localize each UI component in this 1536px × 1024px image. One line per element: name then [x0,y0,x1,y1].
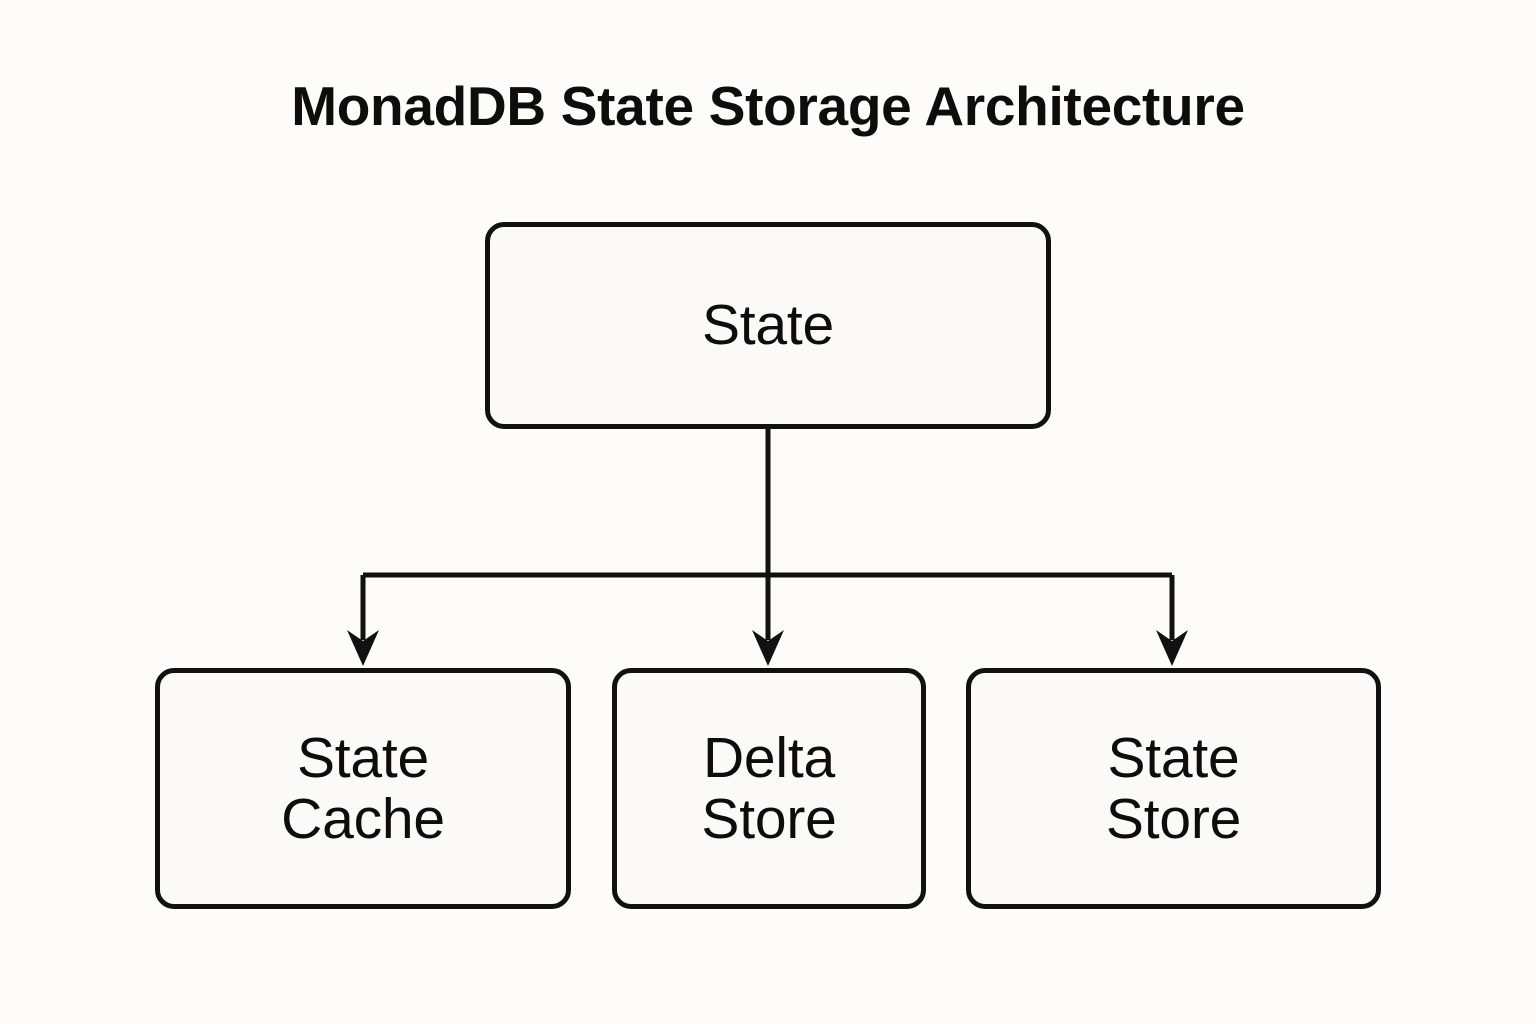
node-delta-store-label: Delta Store [701,725,837,851]
node-state-store[interactable]: State Store [966,668,1381,909]
arrowhead-state-store-icon [1156,630,1188,666]
page-title: MonadDB State Storage Architecture [291,75,1245,137]
node-state[interactable]: State [485,222,1051,429]
node-state-label: State [701,293,835,357]
node-state-store-label: State Store [1105,725,1242,851]
node-state-cache[interactable]: State Cache [155,668,571,909]
node-delta-store[interactable]: Delta Store [612,668,926,909]
arrowhead-delta-store-icon [752,630,784,666]
node-state-cache-label: State Cache [281,725,445,851]
arrowhead-state-cache-icon [347,630,379,666]
